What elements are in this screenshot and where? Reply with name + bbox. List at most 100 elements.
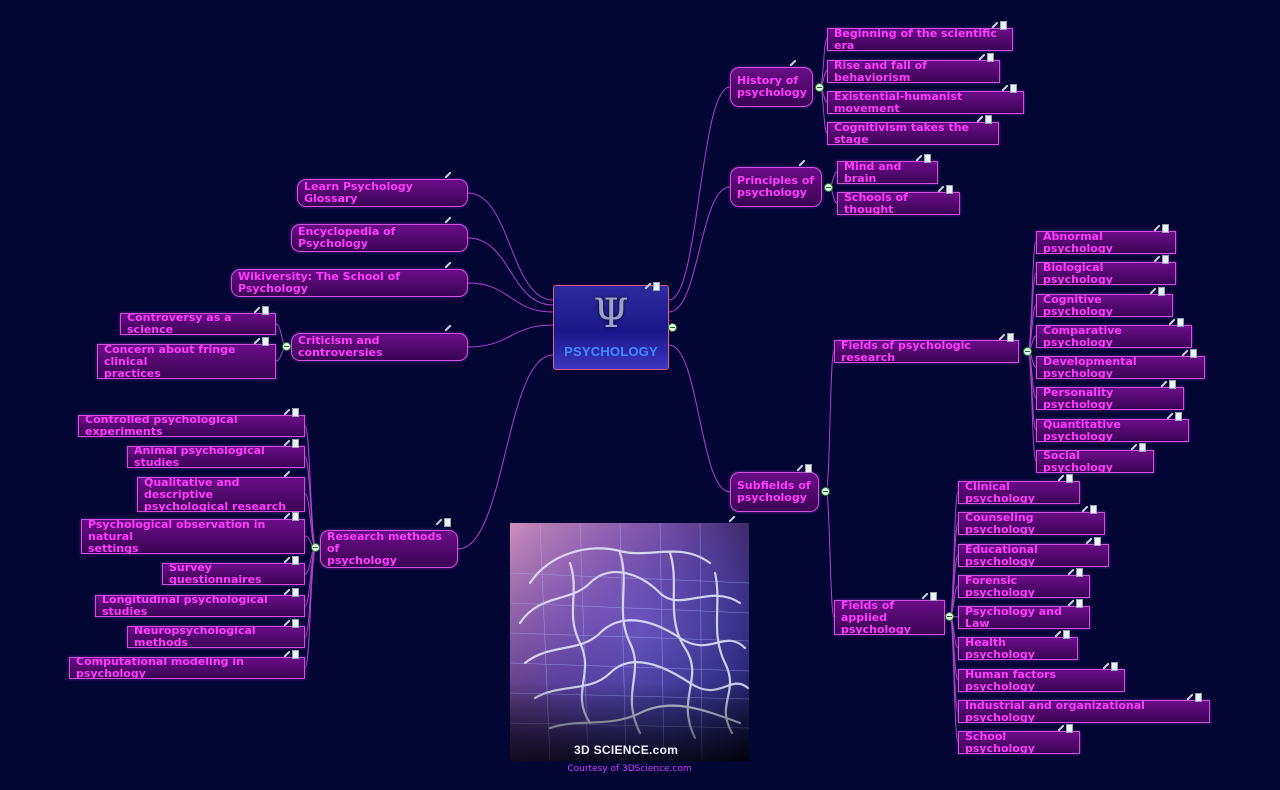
hyperlink-icon[interactable] — [1180, 349, 1189, 358]
hyperlink-icon[interactable] — [443, 261, 452, 270]
note-icon[interactable] — [292, 512, 299, 521]
hyperlink-icon[interactable] — [1066, 568, 1075, 577]
hyperlink-icon[interactable] — [252, 337, 261, 346]
node-biological-psychology[interactable]: Biological psychology — [1036, 261, 1176, 285]
note-icon[interactable] — [924, 154, 931, 163]
hyperlink-icon[interactable] — [1056, 474, 1065, 483]
hyperlink-icon[interactable] — [1159, 380, 1168, 389]
hyperlink-icon[interactable] — [914, 154, 923, 163]
note-icon[interactable] — [1010, 84, 1017, 93]
hyperlink-icon[interactable] — [1101, 662, 1110, 671]
node-forensic-psychology[interactable]: Forensic psychology — [958, 574, 1090, 598]
hyperlink-icon[interactable] — [1165, 412, 1174, 421]
collapse-toggle-applied-fields[interactable] — [945, 612, 954, 621]
node-quantitative-psychology[interactable]: Quantitative psychology — [1036, 418, 1189, 442]
node-controlled-psychological-experiments[interactable]: Controlled psychological experiments — [78, 414, 305, 438]
hyperlink-icon[interactable] — [1084, 537, 1093, 546]
node-fields-of-psychologic-research[interactable]: Fields of psychologic research — [834, 339, 1019, 363]
hyperlink-icon[interactable] — [920, 592, 929, 601]
hyperlink-icon[interactable] — [1152, 255, 1161, 264]
node-mind-and-brain[interactable]: Mind and brain — [837, 160, 938, 184]
hyperlink-icon[interactable] — [282, 556, 291, 565]
node-cognitivism-takes-the-stage[interactable]: Cognitivism takes the stage — [827, 121, 999, 145]
hyperlink-icon[interactable] — [282, 512, 291, 521]
node-educational-psychology[interactable]: Educational psychology — [958, 543, 1109, 567]
note-icon[interactable] — [987, 53, 994, 62]
collapse-toggle-center[interactable] — [668, 323, 677, 332]
hyperlink-icon[interactable] — [282, 470, 291, 479]
node-beginning-of-the-scientific-era[interactable]: Beginning of the scientific era — [827, 27, 1013, 51]
note-icon[interactable] — [1000, 21, 1007, 30]
hyperlink-icon[interactable] — [997, 333, 1006, 342]
note-icon[interactable] — [292, 439, 299, 448]
node-psychology-and-law[interactable]: Psychology and Law — [958, 605, 1090, 629]
node-fields-of-applied-psychology[interactable]: Fields of applied psychology — [834, 599, 945, 635]
hyperlink-icon[interactable] — [1185, 693, 1194, 702]
note-icon[interactable] — [1169, 380, 1176, 389]
hyperlink-icon[interactable] — [434, 518, 443, 527]
hyperlink-icon[interactable] — [282, 650, 291, 659]
node-qualitative-and-descriptive-research[interactable]: Qualitative and descriptive psychologica… — [137, 476, 305, 512]
note-icon[interactable] — [1139, 443, 1146, 452]
hyperlink-icon[interactable] — [1000, 84, 1009, 93]
note-icon[interactable] — [1090, 505, 1097, 514]
note-icon[interactable] — [262, 337, 269, 346]
node-animal-psychological-studies[interactable]: Animal psychological studies — [127, 445, 305, 469]
node-history-of-psychology[interactable]: History of psychology — [730, 67, 813, 107]
hyperlink-icon[interactable] — [977, 53, 986, 62]
node-subfields-of-psychology[interactable]: Subfields of psychology — [730, 472, 819, 512]
hyperlink-icon[interactable] — [1167, 318, 1176, 327]
note-icon[interactable] — [262, 306, 269, 315]
collapse-toggle-research[interactable] — [311, 543, 320, 552]
node-counseling-psychology[interactable]: Counseling psychology — [958, 511, 1105, 535]
hyperlink-icon[interactable] — [936, 185, 945, 194]
note-icon[interactable] — [444, 518, 451, 527]
hyperlink-icon[interactable] — [282, 439, 291, 448]
node-wikiversity-school-of-psychology[interactable]: Wikiversity: The School of Psychology — [231, 269, 468, 297]
node-existential-humanist-movement[interactable]: Existential-humanist movement — [827, 90, 1024, 114]
note-icon[interactable] — [930, 592, 937, 601]
note-icon[interactable] — [292, 556, 299, 565]
hyperlink-icon[interactable] — [1148, 287, 1157, 296]
note-icon[interactable] — [1162, 224, 1169, 233]
node-school-psychology[interactable]: School psychology — [958, 730, 1080, 754]
node-clinical-psychology[interactable]: Clinical psychology — [958, 480, 1080, 504]
node-neuropsychological-methods[interactable]: Neuropsychological methods — [127, 625, 305, 649]
hyperlink-icon[interactable] — [252, 306, 261, 315]
node-health-psychology[interactable]: Health psychology — [958, 636, 1078, 660]
collapse-toggle-research-fields[interactable] — [1023, 347, 1032, 356]
note-icon[interactable] — [1076, 568, 1083, 577]
node-principles-of-psychology[interactable]: Principles of psychology — [730, 167, 822, 207]
node-research-methods-of-psychology[interactable]: Research methods of psychology — [320, 530, 458, 568]
hyperlink-icon[interactable] — [795, 464, 804, 473]
hyperlink-icon[interactable] — [1129, 443, 1138, 452]
node-developmental-psychology[interactable]: Developmental psychology — [1036, 355, 1205, 379]
hyperlink-icon[interactable] — [1152, 224, 1161, 233]
hyperlink-icon[interactable] — [990, 21, 999, 30]
node-psychological-observation-in-natural-settings[interactable]: Psychological observation in natural set… — [81, 518, 305, 554]
collapse-toggle-history[interactable] — [815, 83, 824, 92]
node-rise-and-fall-of-behaviorism[interactable]: Rise and fall of behaviorism — [827, 59, 1000, 83]
node-learn-psychology-glossary[interactable]: Learn Psychology Glossary — [297, 179, 468, 207]
note-icon[interactable] — [1094, 537, 1101, 546]
hyperlink-icon[interactable] — [1066, 599, 1075, 608]
collapse-toggle-subfields[interactable] — [821, 487, 830, 496]
note-icon[interactable] — [1076, 599, 1083, 608]
note-icon[interactable] — [946, 185, 953, 194]
hyperlink-icon[interactable] — [1056, 724, 1065, 733]
hyperlink-icon[interactable] — [443, 171, 452, 180]
note-icon[interactable] — [805, 464, 812, 473]
node-industrial-and-organizational-psychology[interactable]: Industrial and organizational psychology — [958, 699, 1210, 723]
note-icon[interactable] — [292, 408, 299, 417]
node-concern-about-fringe-clinical-practices[interactable]: Concern about fringe clinical practices — [97, 343, 276, 379]
hyperlink-icon[interactable] — [975, 115, 984, 124]
hyperlink-icon[interactable] — [282, 588, 291, 597]
node-comparative-psychology[interactable]: Comparative psychology — [1036, 324, 1192, 348]
node-controversy-as-a-science[interactable]: Controversy as a science — [120, 312, 276, 336]
node-survey-questionnaires[interactable]: Survey questionnaires — [162, 562, 305, 586]
note-icon[interactable] — [1195, 693, 1202, 702]
note-icon[interactable] — [1066, 474, 1073, 483]
note-icon[interactable] — [1175, 412, 1182, 421]
hyperlink-icon[interactable] — [1053, 630, 1062, 639]
note-icon[interactable] — [1177, 318, 1184, 327]
